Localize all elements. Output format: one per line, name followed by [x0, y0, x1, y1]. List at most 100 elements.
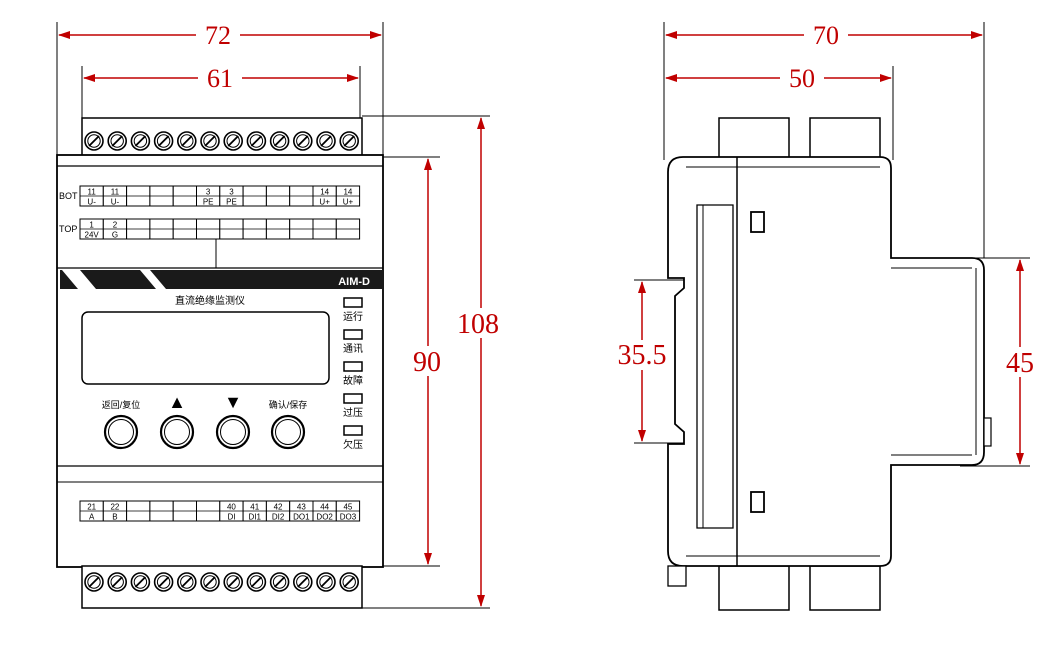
terminal-screw — [84, 131, 104, 151]
terminal-screw — [153, 572, 174, 592]
terminal-screw — [107, 131, 128, 151]
terminal-number: 14 — [343, 188, 352, 197]
device-name: 直流绝缘监测仪 — [175, 294, 245, 307]
terminal-signal: PE — [226, 198, 237, 207]
button-label: ▼ — [224, 392, 242, 412]
indicator-led — [343, 393, 363, 404]
terminal-signal: DI1 — [249, 513, 262, 522]
terminal-number: 1 — [89, 221, 94, 230]
terminal-number: 3 — [206, 188, 211, 197]
indicator-led — [343, 361, 363, 372]
terminal-screw — [292, 572, 313, 592]
side-view: 70 50 35.5 45 — [610, 21, 1040, 611]
lower-latch — [750, 491, 765, 513]
dim-label-90: 90 — [413, 347, 441, 378]
indicator-label: 通讯 — [343, 343, 363, 355]
top-row-label: TOP — [59, 224, 77, 234]
front-button[interactable] — [215, 414, 251, 450]
front-extension-lines — [56, 22, 490, 609]
terminal-signal: DO2 — [316, 513, 333, 522]
front-button[interactable] — [103, 414, 139, 450]
terminal-number: 45 — [343, 503, 352, 512]
terminal-screw — [246, 572, 267, 592]
dim-label-45: 45 — [1006, 348, 1034, 379]
terminal-number: 22 — [110, 503, 119, 512]
front-button[interactable] — [270, 414, 306, 450]
side-connector — [983, 417, 992, 447]
upper-latch — [750, 211, 765, 233]
side-bottom-terminal-left — [718, 565, 790, 611]
front-button[interactable] — [159, 414, 195, 450]
terminal-signal: A — [89, 513, 95, 522]
terminal-number: 42 — [274, 503, 283, 512]
terminal-screw — [223, 572, 244, 592]
terminal-screw — [292, 131, 313, 151]
bot-row-label: BOT — [59, 191, 78, 201]
terminal-signal: U- — [111, 198, 120, 207]
terminal-number: 21 — [87, 503, 96, 512]
terminal-screw — [153, 131, 174, 151]
button-label: 确认/保存 — [269, 399, 308, 410]
side-extension-lines — [634, 22, 1030, 467]
dim-label-50: 50 — [789, 64, 815, 93]
bottom-terminal-block — [81, 565, 363, 609]
button-label: ▲ — [168, 392, 186, 412]
model-label: AIM-D — [338, 276, 370, 288]
terminal-signal: U- — [87, 198, 96, 207]
terminal-screw — [339, 131, 360, 151]
terminal-number: 3 — [229, 188, 234, 197]
indicator-label: 过压 — [343, 406, 363, 419]
terminal-signal: DO3 — [340, 513, 357, 522]
model-bar — [60, 270, 382, 289]
terminal-screw — [316, 131, 336, 151]
indicator-label: 运行 — [343, 310, 363, 323]
rail-clip — [667, 565, 687, 587]
terminal-screw — [200, 572, 220, 592]
terminal-number: 43 — [297, 503, 306, 512]
terminal-screw — [130, 131, 151, 151]
button-label: 返回/复位 — [102, 399, 141, 410]
dim-label-108: 108 — [457, 309, 499, 340]
side-top-terminal-right — [809, 117, 881, 159]
indicator-label: 故障 — [343, 374, 363, 387]
terminal-screw — [223, 131, 244, 151]
button-group: 返回/复位 ▲ ▼ 确认/保存 — [102, 392, 308, 450]
terminal-number: 41 — [250, 503, 259, 512]
terminal-signal: DO1 — [293, 513, 310, 522]
terminal-number: 2 — [113, 221, 118, 230]
terminal-signal: G — [112, 231, 118, 240]
side-panel-face — [696, 204, 734, 529]
indicator-led — [343, 329, 363, 340]
terminal-screw — [246, 131, 267, 151]
side-bottom-terminal-right — [809, 565, 881, 611]
terminal-screw — [107, 572, 128, 592]
terminal-signal: U+ — [343, 198, 354, 207]
terminal-screw — [176, 572, 197, 592]
terminal-number: 11 — [87, 188, 96, 197]
lcd-window — [81, 311, 330, 385]
terminal-screw — [130, 572, 151, 592]
side-top-terminal-left — [718, 117, 790, 159]
terminal-screw — [339, 572, 360, 592]
terminal-signal: 24V — [85, 231, 100, 240]
dim-label-70: 70 — [813, 21, 839, 50]
top-terminal-block — [81, 117, 363, 157]
terminal-screw — [316, 572, 336, 592]
terminal-screw — [176, 131, 197, 151]
side-housing-outline — [667, 156, 985, 567]
dim-label-72: 72 — [205, 21, 231, 50]
terminal-screw — [84, 572, 104, 592]
terminal-signal: B — [112, 513, 117, 522]
dim-label-61: 61 — [207, 64, 233, 93]
indicator-led — [343, 297, 363, 308]
terminal-signal: PE — [203, 198, 214, 207]
terminal-screw — [269, 572, 290, 592]
terminal-number: 14 — [320, 188, 329, 197]
terminal-signal: DI — [227, 513, 235, 522]
terminal-signal: DI2 — [272, 513, 285, 522]
